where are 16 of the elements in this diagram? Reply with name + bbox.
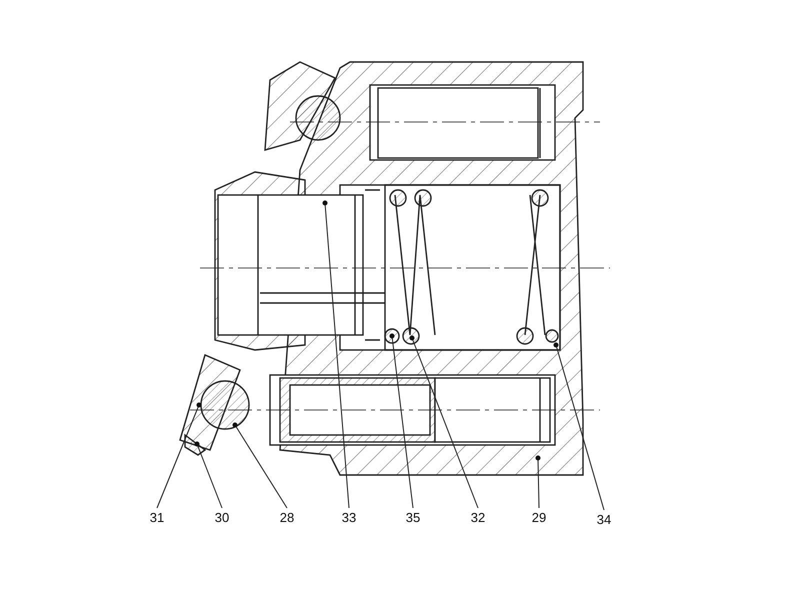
- leader-line: [322, 200, 350, 508]
- callout-number: 30: [211, 510, 233, 525]
- leader-line: [156, 402, 202, 508]
- callout-number: 29: [528, 510, 550, 525]
- leader-line: [390, 334, 414, 508]
- callout-number: 28: [276, 510, 298, 525]
- leader-line: [536, 456, 540, 508]
- leader-line: [410, 336, 478, 508]
- callout-number: 33: [338, 510, 360, 525]
- callout-number: 31: [146, 510, 168, 525]
- callout-number: 34: [593, 512, 615, 527]
- callout-number: 35: [402, 510, 424, 525]
- callout-number: 32: [467, 510, 489, 525]
- leader-line: [194, 442, 222, 508]
- leader-line: [554, 342, 604, 510]
- leader-line: [232, 422, 288, 508]
